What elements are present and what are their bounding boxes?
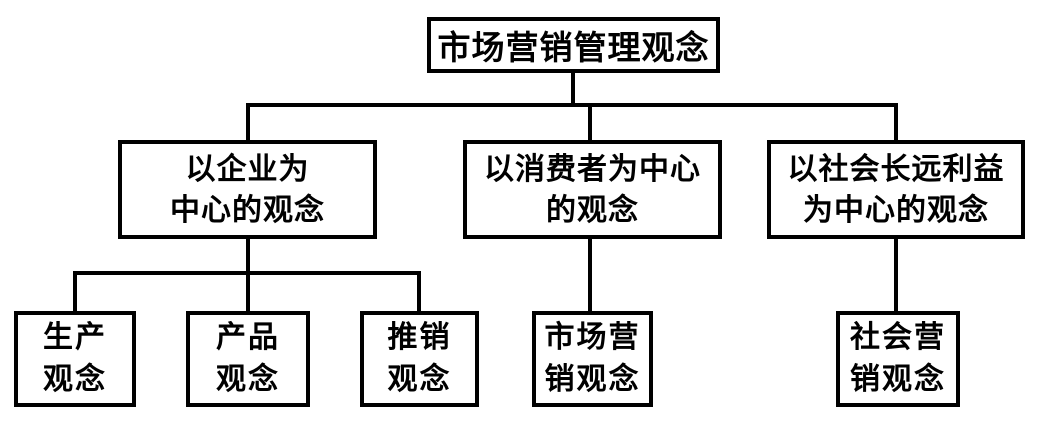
node-societal-marketing-concept: 社会营 销观念 — [836, 311, 960, 407]
node-label-line1: 以企业为 — [185, 152, 310, 186]
node-label-line1: 生产 — [43, 321, 107, 354]
node-label: 市场营销管理观念 — [437, 31, 710, 67]
connector-tier1-drop-mid — [588, 103, 592, 142]
node-consumer-centered-concept: 以消费者为中心 的观念 — [463, 140, 722, 239]
connector-enterprise-stem — [246, 238, 250, 275]
connector-root-stem — [571, 71, 575, 105]
connector-tier2-drop-selling — [417, 271, 421, 313]
node-production-concept: 生产 观念 — [14, 311, 136, 407]
node-product-concept: 产品 观念 — [186, 311, 310, 407]
node-label-line1: 市场营 — [544, 321, 641, 354]
node-label-line2: 观念 — [387, 363, 452, 396]
connector-societal-stem — [894, 238, 898, 313]
node-label-line1: 社会营 — [850, 321, 946, 354]
node-label-line1: 以消费者为中心 — [484, 152, 701, 186]
node-marketing-management-concepts: 市场营销管理观念 — [427, 17, 720, 73]
node-societal-long-term-interest-concept: 以社会长远利益 为中心的观念 — [767, 140, 1025, 239]
node-label-line2: 观念 — [216, 363, 280, 396]
connector-tier2-drop-production — [73, 271, 77, 313]
connector-tier1-drop-right — [894, 103, 898, 142]
node-label-line2: 的观念 — [546, 193, 639, 227]
node-label-line2: 为中心的观念 — [803, 193, 989, 227]
node-label-line2: 销观念 — [544, 363, 641, 396]
node-enterprise-centered-concept: 以企业为 中心的观念 — [118, 140, 377, 239]
connector-consumer-stem — [588, 238, 592, 313]
node-label-line1: 推销 — [387, 321, 452, 354]
node-label-line2: 销观念 — [850, 363, 946, 396]
connector-tier1-bus — [246, 103, 898, 107]
node-label-line2: 中心的观念 — [170, 193, 325, 227]
node-selling-concept: 推销 观念 — [360, 311, 479, 407]
connector-tier2-drop-product — [246, 271, 250, 313]
node-marketing-concept: 市场营 销观念 — [532, 311, 653, 407]
node-label-line1: 产品 — [216, 321, 280, 354]
node-label-line2: 观念 — [43, 363, 107, 396]
connector-tier1-drop-left — [246, 103, 250, 142]
node-label-line1: 以社会长远利益 — [787, 152, 1005, 186]
